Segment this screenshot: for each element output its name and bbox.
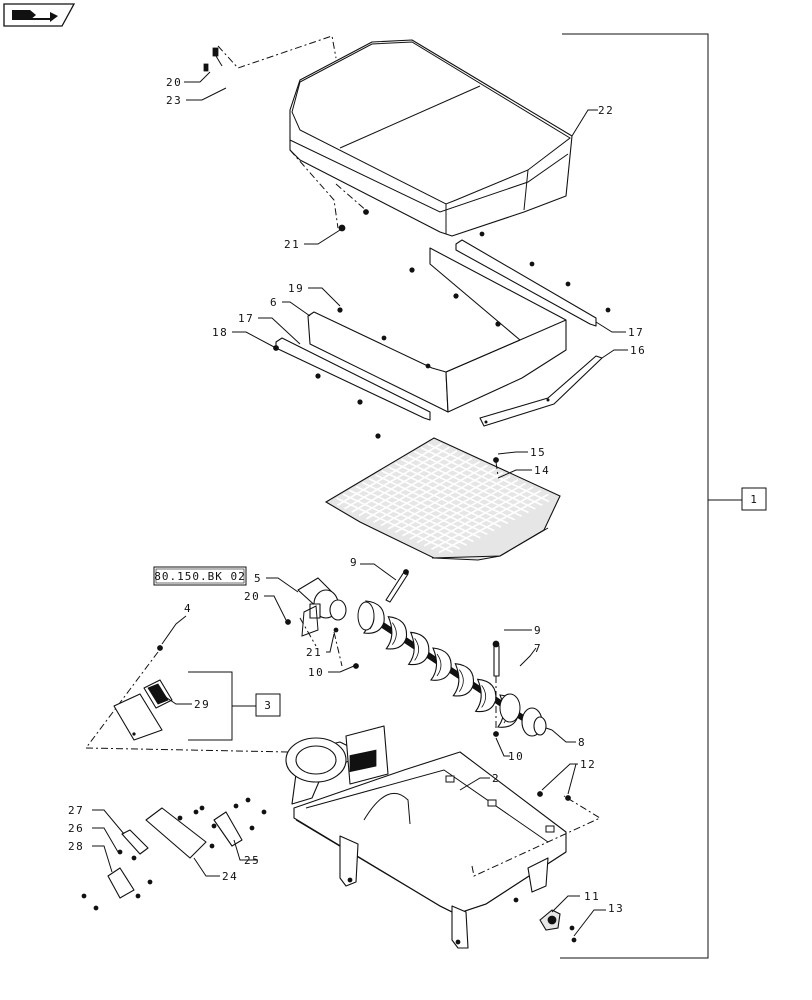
latch-bracket-27 xyxy=(121,829,149,855)
grate-grid-line xyxy=(414,450,536,510)
hopper-bolt-12a xyxy=(537,791,543,797)
latch-bracket-25 xyxy=(213,811,243,847)
grate-screw-15 xyxy=(493,457,499,463)
callout-4: 4 xyxy=(184,602,192,615)
seat-fastener-centerline xyxy=(217,35,337,69)
kit-3-label: 3 xyxy=(264,699,272,712)
auger-pin-9-lower xyxy=(492,640,500,737)
seat-nut-21 xyxy=(338,224,346,232)
seat-rail-right xyxy=(455,239,597,327)
seat-washer xyxy=(363,209,369,215)
callout-9-right: 9 xyxy=(534,624,542,637)
auger-drive-motor xyxy=(297,577,347,637)
latch-clip-28 xyxy=(107,867,135,899)
decal-pin-4 xyxy=(157,645,163,651)
kit-3-bracket xyxy=(188,671,256,741)
callout-29: 29 xyxy=(194,698,210,711)
grate-grid-line xyxy=(431,490,542,550)
callout-5: 5 xyxy=(254,572,262,585)
seat-frame-pan xyxy=(307,247,567,413)
callout-2: 2 xyxy=(492,772,500,785)
callout-6: 6 xyxy=(270,296,278,309)
auger-end-bearing xyxy=(521,707,553,737)
kit-1-label: 1 xyxy=(750,493,758,506)
callout-19: 19 xyxy=(288,282,304,295)
callout-25: 25 xyxy=(244,854,260,867)
callout-11: 11 xyxy=(584,890,600,903)
callout-28: 28 xyxy=(68,840,84,853)
auger-flight-edge xyxy=(436,653,442,677)
kit-3-box[interactable]: 3 xyxy=(255,693,281,717)
grate-grid-line xyxy=(420,447,543,506)
grate-screen xyxy=(324,437,561,561)
callout-20-motor: 20 xyxy=(244,590,260,603)
reference-box[interactable]: 80.150.BK 02 xyxy=(153,566,247,586)
cover-plate-24 xyxy=(145,807,207,859)
hopper-fastener-centerline xyxy=(471,795,602,877)
callout-10-right: 10 xyxy=(508,750,524,763)
callout-13: 13 xyxy=(608,902,624,915)
auger-screw xyxy=(357,600,528,728)
callout-20-top: 20 xyxy=(166,76,182,89)
callout-23: 23 xyxy=(166,94,182,107)
grate-grid-line xyxy=(394,462,516,521)
hopper-body xyxy=(285,725,567,949)
grate-grid-line xyxy=(427,443,550,503)
callout-16: 16 xyxy=(630,344,646,357)
auger-tail-collar xyxy=(499,693,521,723)
callout-21-top: 21 xyxy=(284,238,300,251)
bearing-nut-13b xyxy=(571,937,577,943)
seat-centerline-left xyxy=(289,149,339,229)
callout-8: 8 xyxy=(578,736,586,749)
callout-26: 26 xyxy=(68,822,84,835)
kit-1-box[interactable]: 1 xyxy=(741,487,767,511)
auger-pin-9-upper xyxy=(385,569,409,603)
callout-27: 27 xyxy=(68,804,84,817)
seat-bolt-20 xyxy=(203,47,223,72)
callout-9-top: 9 xyxy=(350,556,358,569)
callout-24: 24 xyxy=(222,870,238,883)
grate-grid-line xyxy=(402,475,511,537)
auger-flight-edge xyxy=(459,669,464,692)
callout-15: 15 xyxy=(530,446,546,459)
auger-flight-edge xyxy=(414,638,420,661)
auger-flight-edge xyxy=(392,622,397,645)
callout-17-right: 17 xyxy=(628,326,644,339)
callout-10-left: 10 xyxy=(308,666,324,679)
grate-grid-line xyxy=(387,468,496,530)
grate-grid-line xyxy=(438,493,549,554)
motor-washer-21 xyxy=(333,627,339,633)
motor-bolt-20 xyxy=(285,619,291,625)
latch-hardware xyxy=(81,797,267,911)
callout-14: 14 xyxy=(534,464,550,477)
callout-22: 22 xyxy=(598,104,614,117)
grate-grid-line xyxy=(423,486,534,547)
callout-18: 18 xyxy=(212,326,228,339)
bearing-nut-13a xyxy=(569,925,575,931)
auger-flight-edge xyxy=(481,685,487,708)
grate-grid-line xyxy=(407,454,529,514)
auger-nut-10 xyxy=(353,663,359,669)
grate-grid-line xyxy=(388,466,509,525)
grate-grid-line xyxy=(416,482,526,544)
kit-1-bracket xyxy=(560,33,742,959)
control-panel-plate xyxy=(113,693,163,741)
seat-centerline-mid xyxy=(335,183,369,213)
callout-17-left: 17 xyxy=(238,312,254,325)
callout-12: 12 xyxy=(580,758,596,771)
bearing-housing xyxy=(539,909,561,931)
grate-grid-line xyxy=(409,479,519,540)
reference-label: 80.150.BK 02 xyxy=(154,570,245,583)
auger-end-flange xyxy=(357,601,375,631)
hopper-bolt-12b xyxy=(565,795,571,801)
next-page-arrow-icon[interactable] xyxy=(3,3,76,27)
grate-grid-line xyxy=(394,471,504,534)
callout-21-motor: 21 xyxy=(306,646,322,659)
seat-cushion xyxy=(289,39,573,237)
callout-7: 7 xyxy=(534,642,542,655)
grate-grid-line xyxy=(401,458,522,517)
control-decal xyxy=(143,679,173,709)
seat-frame-bolts xyxy=(273,231,611,439)
